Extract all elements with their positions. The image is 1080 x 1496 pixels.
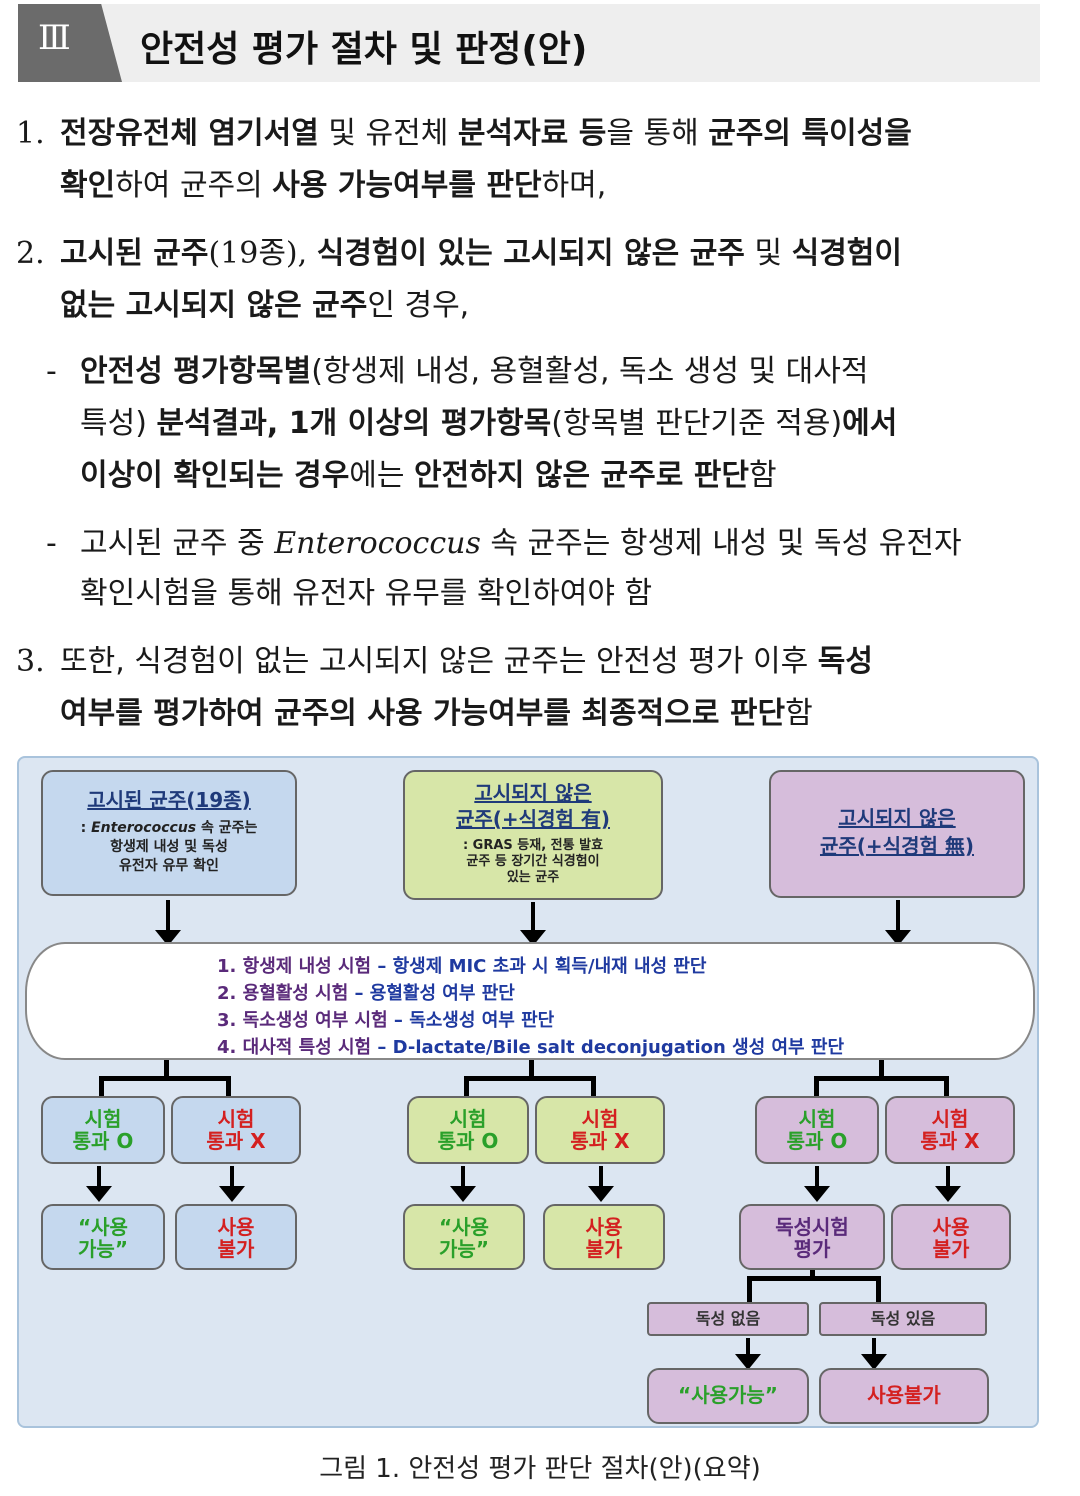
item-3-number: 3. — [16, 644, 45, 679]
final-unusable-box: 사용불가 — [819, 1368, 989, 1424]
test-line-4: 4. 대사적 특성 시험 – D-lactate/Bile salt decon… — [217, 1037, 845, 1058]
notified-strains-title: 고시된 균주(19종) — [87, 788, 251, 812]
sub-item-2-line-1: 고시된 균주 중 Enterococcus 속 균주는 항생제 내성 및 독성 … — [80, 526, 962, 561]
arrow-down-icon — [935, 1166, 961, 1202]
item-1-line-1: 전장유전체 염기서열 및 유전체 분석자료 등을 통해 균주의 특이성을 — [60, 116, 912, 151]
connector — [226, 1076, 231, 1096]
connector — [747, 1276, 881, 1281]
connector — [99, 1076, 104, 1096]
figure-caption: 그림 1. 안전성 평가 판단 절차(안)(요약) — [319, 1454, 761, 1484]
connector — [464, 1076, 469, 1096]
final-usable-box: “사용가능” — [647, 1368, 809, 1424]
toxicity-label: 독성 있음 — [819, 1302, 987, 1336]
arrow-down-icon — [861, 1338, 887, 1370]
section-number-badge: Ⅲ — [18, 4, 122, 82]
sub-item-1-line-1: 안전성 평가항목별(항생제 내성, 용혈활성, 독소 생성 및 대사적 — [80, 354, 869, 389]
section-number: Ⅲ — [38, 18, 72, 58]
connector — [944, 1076, 949, 1096]
arrow-down-icon — [588, 1166, 614, 1202]
item-2-number: 2. — [16, 236, 45, 271]
connector — [99, 1076, 231, 1081]
connector — [464, 1076, 596, 1081]
item-3-line-2: 여부를 평가하여 균주의 사용 가능여부를 최종적으로 판단함 — [60, 696, 813, 731]
connector — [747, 1276, 752, 1302]
test-line-2: 2. 용혈활성 시험 – 용혈활성 여부 판단 — [217, 983, 515, 1004]
connector — [164, 1060, 169, 1078]
sub-item-1-line-3: 이상이 확인되는 경우에는 안전하지 않은 균주로 판단함 — [80, 458, 777, 493]
sub-item-1-dash: - — [46, 354, 57, 389]
notified-strains-box: 고시된 균주(19종) : Enterococcus 속 균주는 항생제 내성 … — [41, 770, 297, 896]
connector — [814, 1076, 819, 1096]
item-1-number: 1. — [16, 116, 45, 151]
item-2-line-1: 고시된 균주(19종), 식경험이 있는 고시되지 않은 균주 및 식경험이 — [60, 236, 902, 271]
section-title: 안전성 평가 절차 및 판정(안) — [140, 29, 588, 70]
arrow-down-icon — [520, 902, 546, 946]
connector — [529, 1060, 534, 1078]
connector — [814, 1076, 949, 1081]
connector — [876, 1276, 881, 1302]
connector — [810, 1270, 815, 1278]
item-3-line-1: 또한, 식경험이 없는 고시되지 않은 균주는 안전성 평가 이후 독성 — [60, 644, 873, 679]
tests-box: 1. 항생제 내성 시험 – 항생제 MIC 초과 시 획득/내재 내성 판단 … — [25, 942, 1035, 1060]
section-header: Ⅲ 안전성 평가 절차 및 판정(안) — [18, 4, 1040, 82]
arrow-down-icon — [86, 1166, 112, 1202]
flowchart-figure: 고시된 균주(19종) : Enterococcus 속 균주는 항생제 내성 … — [17, 756, 1039, 1428]
arrow-down-icon — [885, 900, 911, 946]
sub-item-2-line-2: 확인시험을 통해 유전자 유무를 확인하여야 함 — [80, 576, 653, 611]
connector — [879, 1060, 884, 1078]
item-2-line-2: 없는 고시되지 않은 균주인 경우, — [60, 288, 470, 323]
arrow-down-icon — [735, 1338, 761, 1370]
arrow-down-icon — [804, 1166, 830, 1202]
sub-item-1-line-2: 특성) 분석결과, 1개 이상의 평가항목(항목별 판단기준 적용)에서 — [80, 406, 898, 441]
notified-strains-note: : Enterococcus 속 균주는 항생제 내성 및 독성 유전자 유무 … — [80, 820, 258, 874]
connector — [591, 1076, 596, 1096]
item-1-line-2: 확인하여 균주의 사용 가능여부를 판단하며, — [60, 168, 607, 203]
arrow-down-icon — [155, 900, 181, 946]
sub-item-2-dash: - — [46, 526, 57, 561]
test-line-3: 3. 독소생성 여부 시험 – 독소생성 여부 판단 — [217, 1010, 555, 1031]
arrow-down-icon — [450, 1166, 476, 1202]
test-line-1: 1. 항생제 내성 시험 – 항생제 MIC 초과 시 획득/내재 내성 판단 — [217, 956, 707, 977]
no-toxicity-label: 독성 없음 — [647, 1302, 809, 1336]
arrow-down-icon — [219, 1166, 245, 1202]
